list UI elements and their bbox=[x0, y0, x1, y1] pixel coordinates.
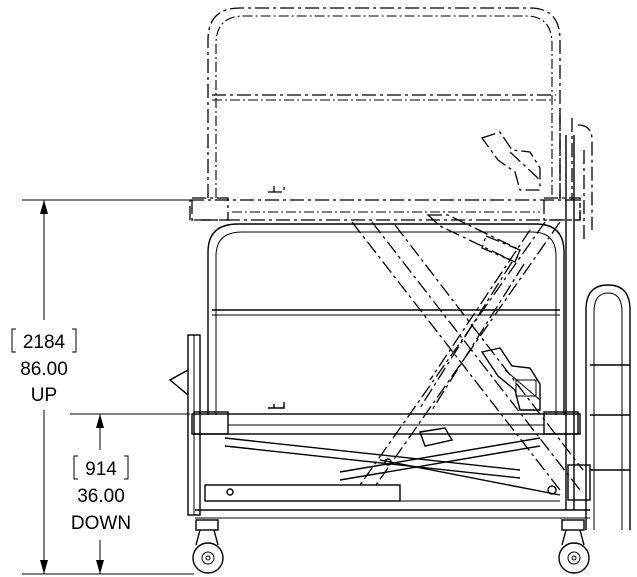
down-label: DOWN bbox=[71, 513, 131, 534]
lowered-guardrail bbox=[207, 223, 565, 415]
up-label: UP bbox=[31, 385, 57, 406]
rear-push-handle bbox=[565, 135, 591, 510]
front-tow-handle bbox=[168, 334, 201, 516]
up-imperial-value: 86.00 bbox=[20, 359, 68, 380]
down-metric-value: 914 bbox=[85, 459, 117, 480]
dimension-down: 914 36.00 DOWN bbox=[71, 455, 131, 534]
lowered-deck bbox=[191, 402, 581, 435]
dimension-lines bbox=[22, 199, 194, 575]
raised-platform-phantom bbox=[189, 7, 593, 491]
scissor-mechanism bbox=[224, 427, 561, 496]
down-imperial-value: 36.00 bbox=[77, 486, 125, 507]
up-metric-value: 2184 bbox=[23, 332, 66, 353]
hydraulic-foot-pedal bbox=[480, 347, 541, 411]
base-frame bbox=[195, 484, 590, 519]
dimension-up: 2184 86.00 UP bbox=[11, 328, 77, 406]
front-caster-wheel bbox=[192, 519, 224, 574]
ladder-tray bbox=[585, 284, 631, 530]
rear-caster-wheel bbox=[558, 519, 590, 574]
